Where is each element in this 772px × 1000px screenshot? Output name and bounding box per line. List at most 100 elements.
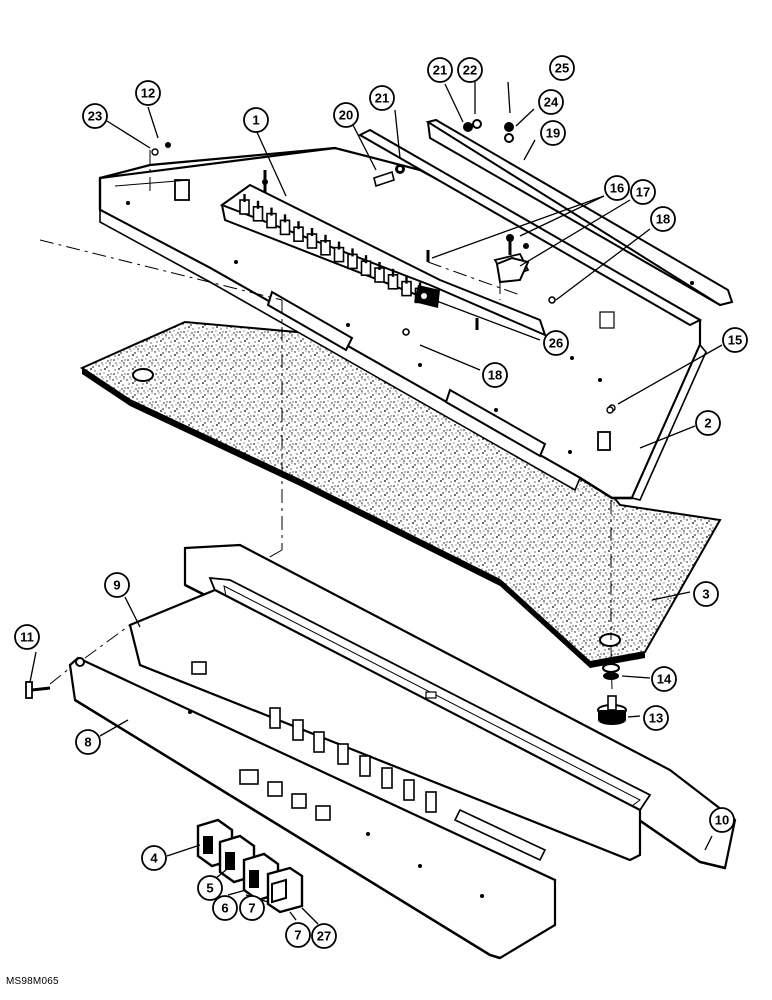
- terminal-stud: [333, 246, 345, 263]
- callout-label: 9: [113, 578, 120, 593]
- switch-assemblies: [196, 818, 304, 914]
- callout-label: 23: [88, 109, 102, 124]
- terminal-stud: [320, 240, 331, 256]
- callout-label: 27: [317, 929, 331, 944]
- part-1-terminal-block: [219, 170, 547, 337]
- callout-c1: 1: [243, 107, 269, 133]
- callout-circle: [695, 410, 721, 436]
- callout-circle: [538, 89, 564, 115]
- callout-label: 8: [84, 735, 91, 750]
- callout-circle: [709, 807, 735, 833]
- callout-c26: 26: [543, 330, 569, 356]
- part-2-console-panel: [98, 146, 707, 501]
- callout-circle: [75, 729, 101, 755]
- terminal-stud: [279, 219, 291, 236]
- callout-c21a: 21: [369, 85, 395, 111]
- terminal-stud: [374, 267, 385, 283]
- callout-circle: [650, 206, 676, 232]
- part-11-screw: [25, 681, 51, 699]
- callout-circle: [141, 845, 167, 871]
- callout-circle: [311, 923, 337, 949]
- terminal-stud: [360, 260, 372, 277]
- callout-c4: 4: [141, 845, 167, 871]
- terminal-stud: [266, 212, 277, 229]
- callout-circle: [82, 103, 108, 129]
- callout-label: 11: [20, 630, 34, 645]
- callout-c9: 9: [104, 572, 130, 598]
- callout-c25: 25: [549, 55, 575, 81]
- callout-circle: [549, 55, 575, 81]
- callout-label: 7: [294, 928, 301, 943]
- callout-c16: 16: [604, 175, 630, 201]
- callout-label: 21: [433, 63, 447, 78]
- callout-c7a: 7: [239, 895, 265, 921]
- callout-label: 24: [544, 95, 559, 110]
- part-27-switch-cover: [266, 866, 304, 914]
- terminal-stud: [347, 253, 358, 270]
- callout-label: 20: [339, 108, 353, 123]
- callout-circle: [239, 895, 265, 921]
- callout-c3: 3: [693, 581, 719, 607]
- callout-c14: 14: [651, 666, 677, 692]
- part-17-bracket: [495, 256, 530, 284]
- callout-c20: 20: [333, 102, 359, 128]
- callout-label: 14: [657, 672, 672, 687]
- callout-label: 5: [206, 881, 213, 896]
- figure-code: MS98M065: [6, 976, 59, 987]
- callout-c7b: 7: [285, 922, 311, 948]
- terminal-stud: [252, 206, 264, 222]
- callout-label: 4: [150, 851, 158, 866]
- callout-c19: 19: [540, 120, 566, 146]
- callout-c5: 5: [197, 875, 223, 901]
- callout-c18b: 18: [482, 362, 508, 388]
- callout-c13: 13: [643, 705, 669, 731]
- terminal-stud: [306, 233, 318, 249]
- callout-circle: [693, 581, 719, 607]
- callout-c27: 27: [311, 923, 337, 949]
- callout-label: 6: [221, 901, 228, 916]
- callout-label: 17: [636, 185, 650, 200]
- callout-label: 26: [549, 336, 563, 351]
- callout-circle: [427, 57, 453, 83]
- callout-circle: [135, 80, 161, 106]
- callout-label: 22: [463, 63, 477, 78]
- callout-label: 16: [610, 181, 624, 196]
- callout-c17: 17: [630, 179, 656, 205]
- callout-c24: 24: [538, 89, 564, 115]
- callout-c23: 23: [82, 103, 108, 129]
- callout-label: 2: [704, 416, 711, 431]
- callout-circle: [333, 102, 359, 128]
- callout-circle: [197, 875, 223, 901]
- callout-label: 19: [546, 126, 560, 141]
- part-9-gasket: [128, 588, 642, 862]
- callout-circle: [285, 922, 311, 948]
- callout-circle: [243, 107, 269, 133]
- callout-c18a: 18: [650, 206, 676, 232]
- callout-label: 18: [488, 368, 502, 383]
- callout-circle: [540, 120, 566, 146]
- callout-c21b: 21: [427, 57, 453, 83]
- callout-circle: [457, 57, 483, 83]
- callout-c15: 15: [722, 327, 748, 353]
- part-8-front-trim: [68, 656, 557, 960]
- terminal-stud: [293, 226, 304, 242]
- callout-circle: [369, 85, 395, 111]
- callout-c12: 12: [135, 80, 161, 106]
- callout-circle: [604, 175, 630, 201]
- callout-label: 1: [252, 113, 259, 128]
- terminal-stud: [239, 199, 250, 215]
- terminal-stud: [401, 280, 412, 297]
- callout-c11: 11: [14, 624, 40, 650]
- callout-circle: [212, 895, 238, 921]
- part-13-foot: [597, 695, 627, 725]
- callout-c10: 10: [709, 807, 735, 833]
- callout-c8: 8: [75, 729, 101, 755]
- callout-label: 18: [656, 212, 670, 227]
- callout-label: 10: [715, 813, 729, 828]
- callout-label: 25: [555, 61, 569, 76]
- callout-circle: [722, 327, 748, 353]
- callout-label: 12: [141, 86, 155, 101]
- callout-circle: [104, 572, 130, 598]
